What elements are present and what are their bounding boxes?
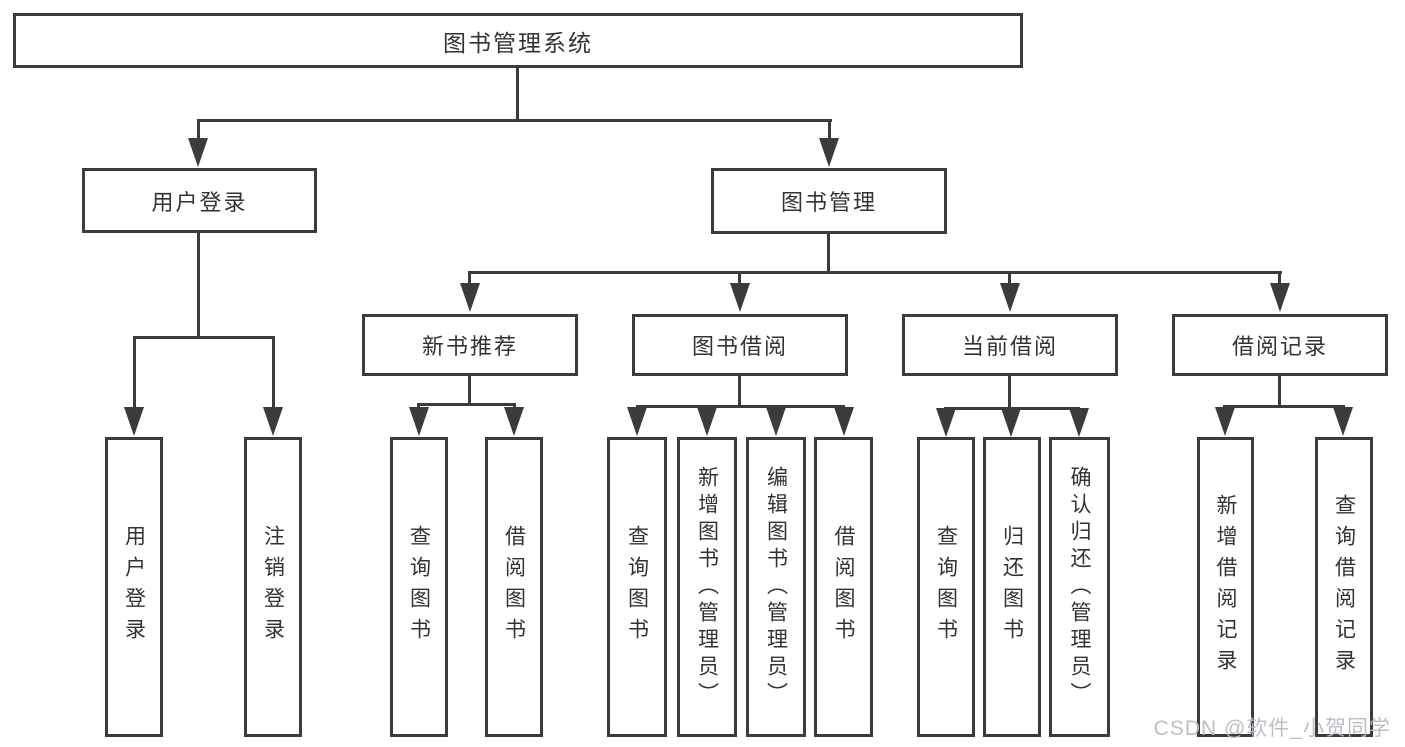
arrow-head [1069, 408, 1089, 437]
connector-line [272, 336, 275, 414]
connector-line [469, 271, 1282, 274]
leaf-confirm-return-admin-label: 确认归还（管理员） [1068, 465, 1091, 709]
connector-line [133, 336, 136, 414]
connector-line [468, 376, 471, 405]
node-book-borrow-label: 图书借阅 [691, 334, 788, 359]
node-borrow-records-label: 借阅记录 [1231, 334, 1328, 359]
node-root-label: 图书管理系统 [443, 29, 593, 56]
leaf-user-login-label: 用户登录 [122, 525, 146, 649]
connector-line [738, 271, 741, 285]
arrow-head [1001, 408, 1021, 437]
leaf-logout: 注销登录 [244, 437, 302, 737]
leaf-add-book-admin-label: 新增图书（管理员） [695, 465, 719, 709]
node-root: 图书管理系统 [13, 13, 1023, 68]
arrow-head [460, 283, 480, 312]
arrow-head [936, 408, 956, 437]
leaf-query-book-1-label: 查询图书 [407, 525, 431, 649]
node-user-login: 用户登录 [82, 168, 317, 233]
leaf-query-book-2: 查询图书 [607, 437, 667, 737]
leaf-user-login: 用户登录 [105, 437, 163, 737]
leaf-query-borrow-record: 查询借阅记录 [1315, 437, 1373, 737]
arrow-head [1215, 407, 1235, 436]
leaf-edit-book-admin: 编辑图书（管理员） [746, 437, 806, 737]
leaf-return-book: 归还图书 [983, 437, 1041, 737]
connector-line [828, 119, 831, 145]
leaf-query-book-1: 查询图书 [390, 437, 448, 737]
leaf-query-book-3: 查询图书 [917, 437, 975, 737]
node-user-login-label: 用户登录 [151, 189, 248, 215]
node-book-management: 图书管理 [711, 168, 947, 234]
connector-line [516, 66, 519, 121]
leaf-borrow-book-1-label: 借阅图书 [502, 525, 526, 649]
connector-line [1008, 271, 1011, 285]
connector-line [133, 336, 275, 339]
arrow-head [697, 407, 717, 436]
leaf-borrow-book-2: 借阅图书 [814, 437, 873, 737]
arrow-head [504, 407, 524, 436]
node-new-book-recommend: 新书推荐 [362, 314, 578, 376]
leaf-add-borrow-record-label: 新增借阅记录 [1214, 494, 1237, 680]
connector-line [468, 271, 471, 285]
csdn-watermark: CSDN @软件_小贺同学 [1153, 717, 1391, 740]
arrow-head [819, 138, 839, 167]
connector-line [1008, 376, 1011, 409]
leaf-borrow-book-2-label: 借阅图书 [832, 525, 855, 649]
connector-line [198, 119, 832, 122]
leaf-return-book-label: 归还图书 [1000, 525, 1024, 649]
leaf-add-book-admin: 新增图书（管理员） [677, 437, 737, 737]
node-borrow-records: 借阅记录 [1172, 314, 1388, 376]
connector-line [418, 403, 516, 406]
leaf-query-book-2-label: 查询图书 [625, 525, 649, 649]
connector-line [1278, 271, 1281, 285]
connector-line [636, 405, 845, 408]
connector-line [197, 119, 200, 145]
connector-line [1224, 405, 1344, 408]
arrow-head [263, 407, 283, 436]
leaf-add-borrow-record: 新增借阅记录 [1197, 437, 1254, 737]
arrow-head [627, 407, 647, 436]
leaf-edit-book-admin-label: 编辑图书（管理员） [764, 465, 788, 709]
leaf-query-book-3-label: 查询图书 [934, 525, 958, 649]
connector-line [197, 233, 200, 338]
node-book-borrow: 图书借阅 [632, 314, 848, 376]
arrow-head [124, 407, 144, 436]
arrow-head [1333, 407, 1353, 436]
connector-line [827, 234, 830, 274]
node-new-book-recommend-label: 新书推荐 [421, 334, 518, 359]
arrow-head [1270, 283, 1290, 312]
node-current-borrow: 当前借阅 [902, 314, 1118, 376]
arrow-head [1000, 283, 1020, 312]
node-current-borrow-label: 当前借阅 [961, 334, 1058, 359]
arrow-head [730, 283, 750, 312]
arrow-head [409, 407, 429, 436]
connector-line [1278, 376, 1281, 407]
leaf-confirm-return-admin: 确认归还（管理员） [1049, 437, 1110, 737]
leaf-logout-label: 注销登录 [261, 525, 285, 649]
connector-line [738, 376, 741, 407]
arrow-head [188, 138, 208, 167]
node-book-management-label: 图书管理 [780, 190, 877, 215]
leaf-borrow-book-1: 借阅图书 [485, 437, 543, 737]
arrow-head [834, 407, 854, 436]
arrow-head [766, 407, 786, 436]
leaf-query-borrow-record-label: 查询借阅记录 [1332, 494, 1356, 680]
